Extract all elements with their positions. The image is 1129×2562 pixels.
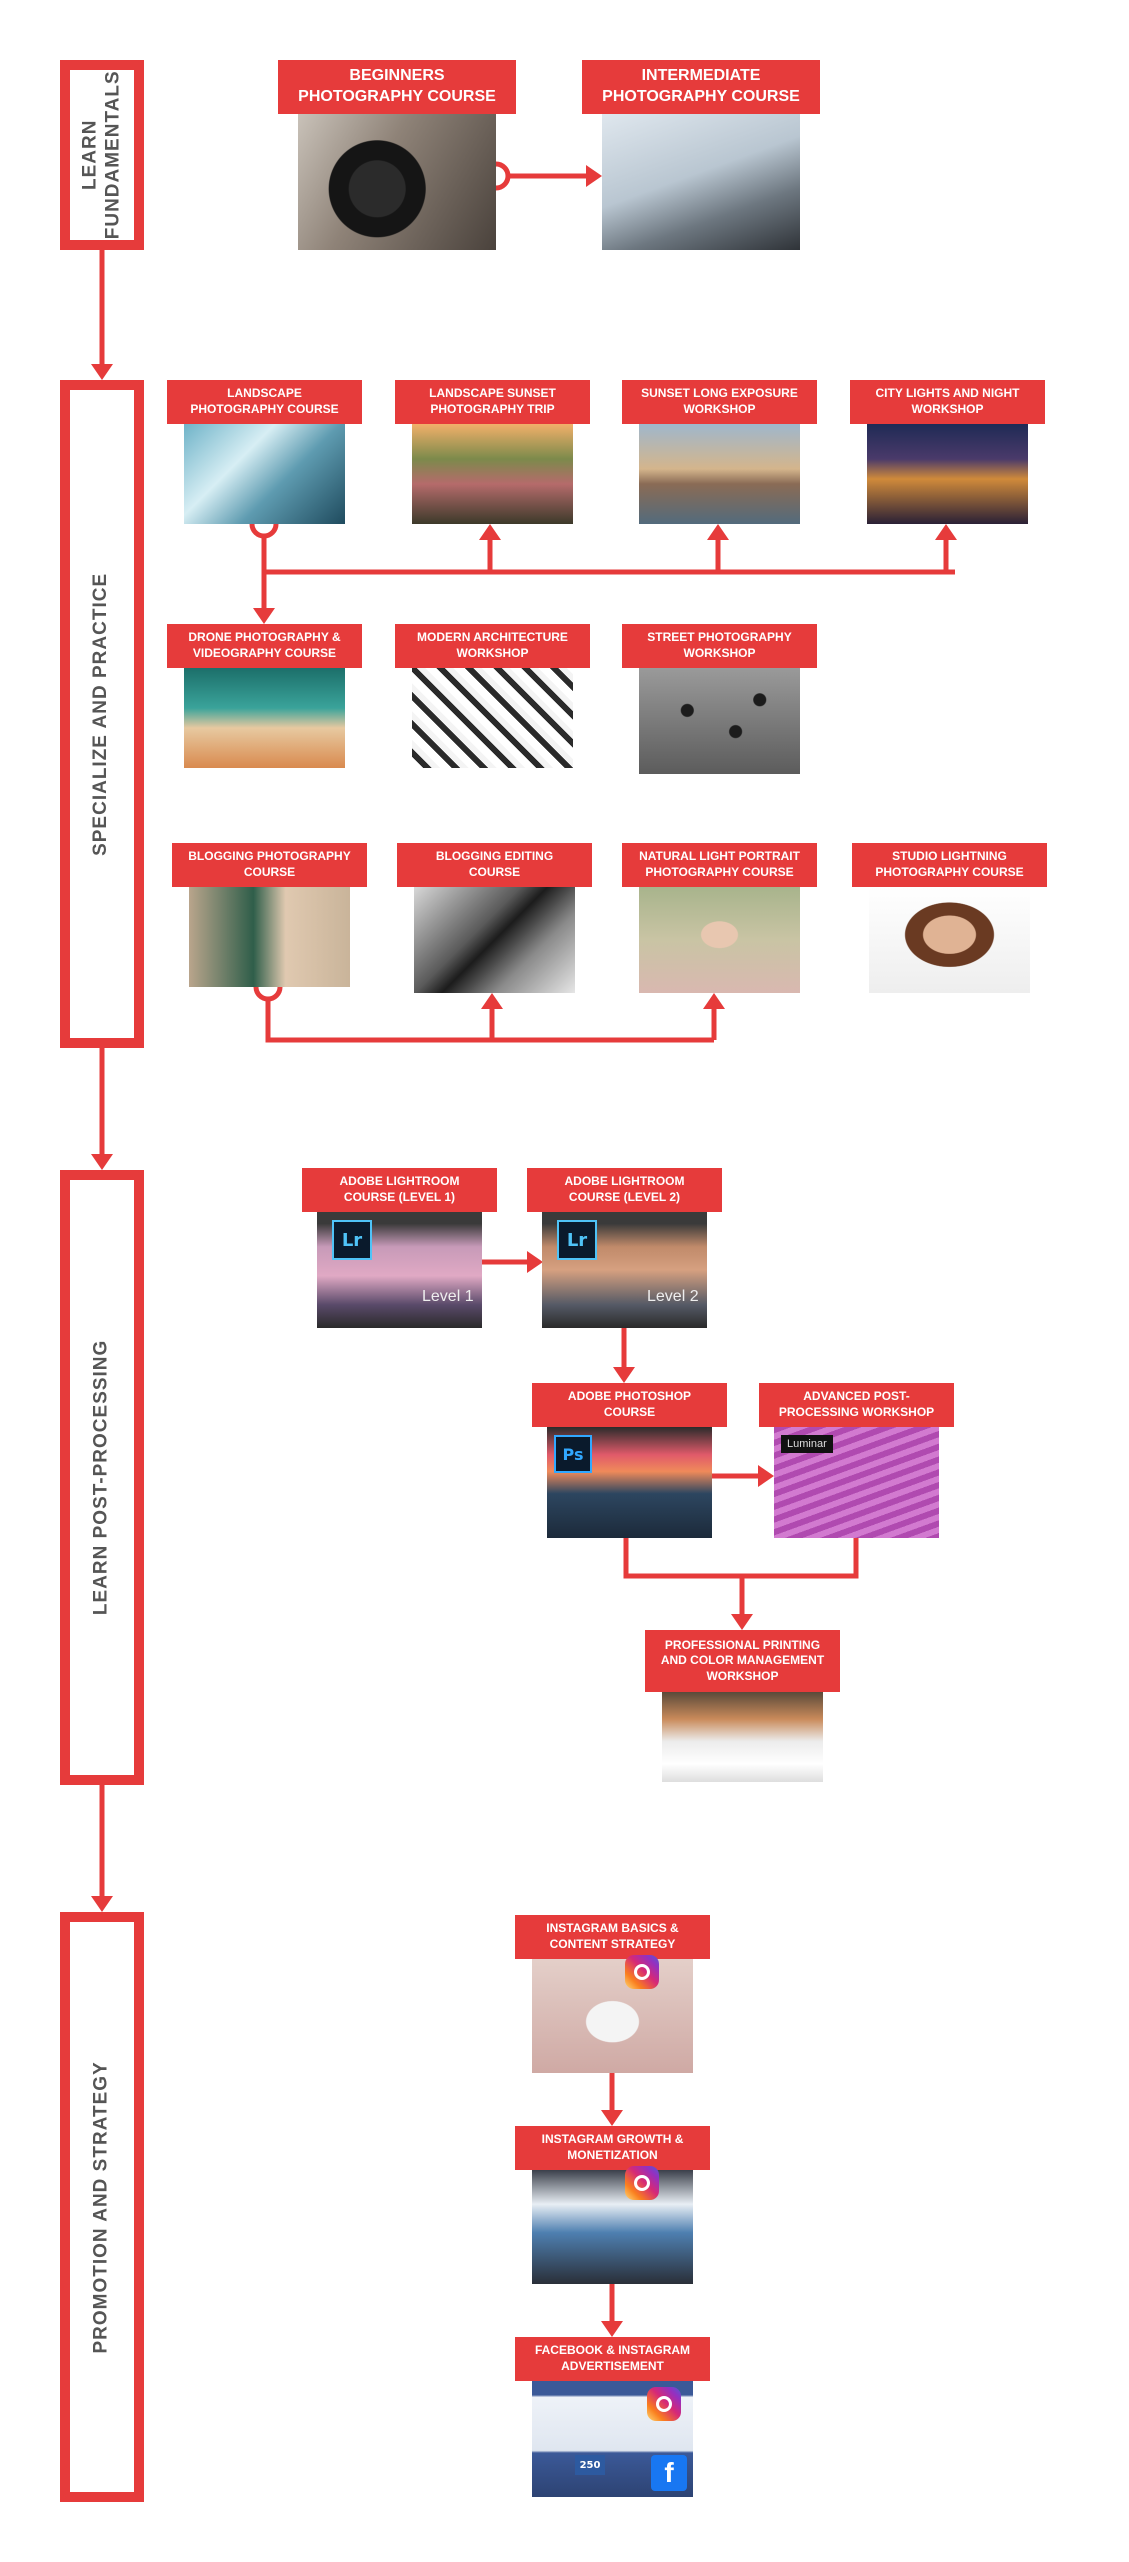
arrow-head-right	[758, 1465, 774, 1487]
node-landscape-photography-course[interactable]: LANDSCAPE PHOTOGRAPHY COURSE	[167, 380, 362, 524]
instagram-icon	[647, 2387, 681, 2421]
stage-label: LEARN FUNDAMENTALS	[79, 70, 124, 240]
instagram-icon	[625, 1955, 659, 1989]
arrow-head-up	[703, 993, 725, 1009]
instagram-icon	[625, 2166, 659, 2200]
node-sunset-long-exposure-workshop[interactable]: SUNSET LONG EXPOSURE WORKSHOP	[622, 380, 817, 524]
node-beginners-photography-course[interactable]: BEGINNERS PHOTOGRAPHY COURSE	[278, 60, 516, 250]
node-title: ADOBE LIGHTROOM COURSE (LEVEL 2)	[527, 1168, 722, 1212]
node-title: LANDSCAPE SUNSET PHOTOGRAPHY TRIP	[395, 380, 590, 424]
node-title: BLOGGING EDITING COURSE	[397, 843, 592, 887]
node-professional-printing-and-color-management-workshop[interactable]: PROFESSIONAL PRINTING AND COLOR MANAGEME…	[645, 1630, 840, 1782]
camera-hands-photo	[298, 114, 496, 250]
node-blogging-editing-course[interactable]: BLOGGING EDITING COURSE	[397, 843, 592, 993]
node-title: INSTAGRAM GROWTH & MONETIZATION	[515, 2126, 710, 2170]
node-drone-photography-videography-course[interactable]: DRONE PHOTOGRAPHY & VIDEOGRAPHY COURSE	[167, 624, 362, 768]
node-title: ADVANCED POST- PROCESSING WORKSHOP	[759, 1383, 954, 1427]
arrow-head-up	[707, 524, 729, 540]
node-studio-lightning-photography-course[interactable]: STUDIO LIGHTNING PHOTOGRAPHY COURSE	[852, 843, 1047, 993]
stage-label: SPECIALIZE AND PRACTICE	[90, 572, 112, 856]
node-landscape-sunset-photography-trip[interactable]: LANDSCAPE SUNSET PHOTOGRAPHY TRIP	[395, 380, 590, 524]
stage-learn-fundamentals: LEARN FUNDAMENTALS	[60, 60, 144, 250]
fashion-blogger-photo	[189, 887, 350, 987]
node-advanced-post-processing-workshop[interactable]: ADVANCED POST- PROCESSING WORKSHOP Lumin…	[759, 1383, 954, 1538]
laptop-dashboard-photo	[532, 2170, 693, 2284]
connector-line	[265, 987, 714, 1043]
lightroom-icon: Lr	[557, 1220, 597, 1260]
node-title: PROFESSIONAL PRINTING AND COLOR MANAGEME…	[645, 1630, 840, 1692]
arrow-head-up	[481, 993, 503, 1009]
node-modern-architecture-workshop[interactable]: MODERN ARCHITECTURE WORKSHOP	[395, 624, 590, 768]
arrow-head-down	[601, 2321, 623, 2337]
lightroom-icon: Lr	[332, 1220, 372, 1260]
arrow-head-down	[253, 608, 275, 624]
arrow-head-down	[91, 1154, 113, 1170]
node-facebook-instagram-advertisement[interactable]: FACEBOOK & INSTAGRAM ADVERTISEMENT 250 f	[515, 2337, 710, 2497]
node-title: INSTAGRAM BASICS & CONTENT STRATEGY	[515, 1915, 710, 1959]
phone-architecture-photo	[414, 887, 575, 993]
sofa-print-photo	[662, 1692, 823, 1782]
arrow-head-down	[731, 1614, 753, 1630]
node-title: STUDIO LIGHTNING PHOTOGRAPHY COURSE	[852, 843, 1047, 887]
street-crowd-photo	[639, 668, 800, 774]
node-title: INTERMEDIATE PHOTOGRAPHY COURSE	[582, 60, 820, 114]
stage-label: LEARN POST-PROCESSING	[90, 1339, 112, 1616]
arrow-head-down	[613, 1367, 635, 1383]
node-title: SUNSET LONG EXPOSURE WORKSHOP	[622, 380, 817, 424]
node-adobe-lightroom-course-level-2[interactable]: ADOBE LIGHTROOM COURSE (LEVEL 2) Lr Leve…	[527, 1168, 722, 1328]
node-adobe-photoshop-course[interactable]: ADOBE PHOTOSHOP COURSE Ps	[532, 1383, 727, 1538]
level-tag: Level 1	[422, 1288, 474, 1305]
arrow-head-down	[91, 1896, 113, 1912]
photoshop-icon: Ps	[554, 1435, 592, 1473]
building-facade-photo	[412, 668, 573, 768]
night-city-photo	[867, 424, 1028, 524]
outdoor-portrait-photo	[639, 887, 800, 993]
node-title: ADOBE PHOTOSHOP COURSE	[532, 1383, 727, 1427]
node-instagram-basics-content-strategy[interactable]: INSTAGRAM BASICS & CONTENT STRATEGY	[515, 1915, 710, 2073]
stage-learn-post-processing: LEARN POST-PROCESSING	[60, 1170, 144, 1785]
node-intermediate-photography-course[interactable]: INTERMEDIATE PHOTOGRAPHY COURSE	[582, 60, 820, 250]
stat-value: 250	[575, 2455, 605, 2475]
node-title: ADOBE LIGHTROOM COURSE (LEVEL 1)	[302, 1168, 497, 1212]
connector-line	[623, 1538, 859, 1579]
node-instagram-growth-monetization[interactable]: INSTAGRAM GROWTH & MONETIZATION	[515, 2126, 710, 2284]
city-bridge-photo	[639, 424, 800, 524]
node-title: STREET PHOTOGRAPHY WORKSHOP	[622, 624, 817, 668]
node-blogging-photography-course[interactable]: BLOGGING PHOTOGRAPHY COURSE	[172, 843, 367, 987]
river-valley-photo	[412, 424, 573, 524]
node-street-photography-workshop[interactable]: STREET PHOTOGRAPHY WORKSHOP	[622, 624, 817, 774]
connector-line	[261, 524, 955, 575]
arrow-head-down	[601, 2110, 623, 2126]
camera-laptop-photo	[602, 114, 800, 250]
node-title: BEGINNERS PHOTOGRAPHY COURSE	[278, 60, 516, 114]
node-title: MODERN ARCHITECTURE WORKSHOP	[395, 624, 590, 668]
ice-landscape-photo	[184, 424, 345, 524]
node-title: NATURAL LIGHT PORTRAIT PHOTOGRAPHY COURS…	[622, 843, 817, 887]
node-title: FACEBOOK & INSTAGRAM ADVERTISEMENT	[515, 2337, 710, 2381]
stage-promotion-and-strategy: PROMOTION AND STRATEGY	[60, 1912, 144, 2502]
arrow-head-right	[586, 165, 602, 187]
node-title: DRONE PHOTOGRAPHY & VIDEOGRAPHY COURSE	[167, 624, 362, 668]
arrow-head-up	[935, 524, 957, 540]
level-tag: Level 2	[647, 1288, 699, 1305]
arrow-head-down	[91, 364, 113, 380]
stage-specialize-and-practice: SPECIALIZE AND PRACTICE	[60, 380, 144, 1048]
node-title: CITY LIGHTS AND NIGHT WORKSHOP	[850, 380, 1045, 424]
node-title: LANDSCAPE PHOTOGRAPHY COURSE	[167, 380, 362, 424]
facebook-icon: f	[651, 2455, 687, 2491]
node-title: BLOGGING PHOTOGRAPHY COURSE	[172, 843, 367, 887]
arrow-head-right	[527, 1251, 543, 1273]
studio-portrait-photo	[869, 887, 1030, 993]
arrow-head-up	[479, 524, 501, 540]
node-city-lights-and-night-workshop[interactable]: CITY LIGHTS AND NIGHT WORKSHOP	[850, 380, 1045, 524]
aerial-beach-photo	[184, 668, 345, 768]
phone-instagram-photo	[532, 1959, 693, 2073]
luminar-logo: Luminar	[781, 1435, 833, 1453]
stage-label: PROMOTION AND STRATEGY	[90, 2060, 112, 2354]
node-natural-light-portrait-photography-course[interactable]: NATURAL LIGHT PORTRAIT PHOTOGRAPHY COURS…	[622, 843, 817, 993]
node-adobe-lightroom-course-level-1[interactable]: ADOBE LIGHTROOM COURSE (LEVEL 1) Lr Leve…	[302, 1168, 497, 1328]
